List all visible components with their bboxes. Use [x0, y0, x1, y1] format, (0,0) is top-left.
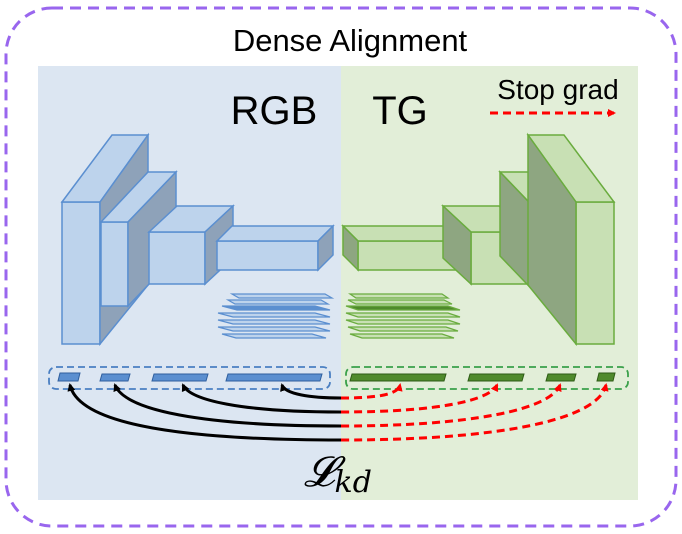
- rgb-feature-stack: [217, 293, 335, 339]
- rgb-feature-group: [48, 366, 331, 390]
- tg-feature-vectors: [349, 372, 616, 382]
- rgb-label: RGB: [231, 89, 318, 133]
- diagram-title: Dense Alignment: [233, 23, 468, 58]
- tg-feature-stack: [345, 293, 461, 339]
- rgb-encoder: [60, 132, 335, 347]
- tg-feature-group: [345, 366, 629, 390]
- outer-dashed-border: [4, 6, 678, 528]
- distill-arrows-black: [67, 383, 342, 442]
- tg-label: TG: [372, 89, 428, 133]
- rgb-feature-vectors: [57, 372, 323, 382]
- stop-grad-label: Stop grad: [497, 74, 618, 105]
- loss-subscript: kd: [335, 465, 372, 500]
- distill-arrows-red: [340, 383, 609, 442]
- tg-encoder: [341, 132, 616, 347]
- loss-symbol: 𝓛kd: [304, 447, 372, 500]
